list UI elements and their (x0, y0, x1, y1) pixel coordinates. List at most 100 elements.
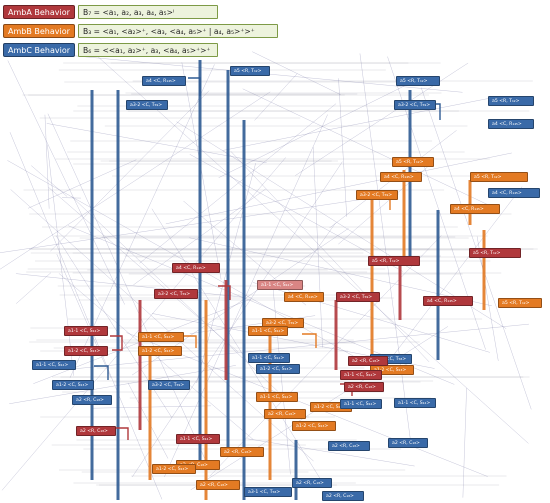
behavior-node: a4 <C, R₁₄₅> (380, 172, 422, 182)
behavior-node: a1-2 <C, S₁₃> (138, 346, 182, 356)
transition-line (47, 144, 74, 376)
transition-line (127, 382, 169, 459)
behavior-node: a5 <R, T₁₂> (392, 157, 434, 167)
behavior-node: a4 <C, R₁₄₅> (488, 119, 534, 129)
behavior-node: a1-1 <C, S₁₂> (248, 326, 288, 336)
transition-line (218, 79, 417, 178)
transition-line (46, 123, 267, 163)
behavior-node: a1-2 <C, S₁₃> (64, 346, 108, 356)
behavior-node: a1-1 <C, S₁₂> (256, 392, 298, 402)
transition-line (69, 64, 215, 378)
transition-line (254, 73, 298, 121)
behavior-node: a2 <R, C₁₈> (292, 478, 332, 488)
behavior-node: a4 <C, R₁₄₅> (284, 292, 324, 302)
elbow-connector (110, 335, 123, 351)
transition-line (126, 332, 488, 477)
elbow-connector (188, 77, 201, 96)
transition-line (462, 387, 467, 498)
behavior-node: a2 <R, C₁₈> (72, 395, 112, 405)
behavior-node: a1-2 <C, S₁₃> (256, 364, 300, 374)
behavior-node: a2 <R, C₁₈> (328, 441, 370, 451)
behavior-node: a2 <R, C₁₈> (220, 447, 264, 457)
behavior-node: a5 <R, T₁₂> (469, 248, 521, 258)
behavior-node: a1-1 <C, S₁₂> (340, 370, 382, 380)
behavior-node: a2 <R, C₁₈> (322, 491, 364, 501)
behavior-node: a5 <R, T₁₂> (488, 96, 534, 106)
behavior-node: a1-1 <C, S₁₂> (340, 399, 382, 409)
behavior-node: a3-2 <C, T₅₉> (394, 100, 436, 110)
transition-line (44, 114, 50, 209)
transition-line (242, 88, 489, 206)
behavior-node: a5 <R, T₁₂> (396, 76, 440, 86)
transition-line (10, 189, 314, 462)
transition-line (247, 438, 415, 467)
behavior-node: a4 <C, R₁₄₅> (172, 263, 220, 273)
behavior-node: a1-2 <C, S₁₃> (152, 464, 196, 474)
transition-line (312, 146, 323, 348)
behavior-node: a3-2 <C, T₅₉> (154, 289, 198, 299)
behavior-node: a4 <C, R₁₄₅> (142, 76, 186, 86)
behavior-node: a4 <C, R₁₄₅> (450, 204, 500, 214)
transition-line (289, 222, 336, 288)
transition-line (388, 186, 523, 363)
transition-line (164, 114, 328, 478)
behavior-node: a4 <C, R₁₄₅> (423, 296, 473, 306)
legend-amba-formula: B₇ = <a₁, a₂, a₃, a₄, a₅>ⁱ (78, 5, 218, 19)
transition-line (56, 253, 111, 378)
behavior-node: a2 <R, C₁₈> (264, 409, 306, 419)
behavior-node: a3-2 <C, T₅₉> (126, 100, 168, 110)
behavior-node: a3-2 <C, T₅₉> (336, 292, 380, 302)
transition-line (31, 165, 68, 197)
legend-ambb-label: AmbB Behavior (3, 24, 75, 38)
behavior-node: a1-1 <C, S₁₂> (257, 280, 303, 290)
transition-line (50, 90, 210, 252)
transition-line (9, 365, 236, 404)
behavior-node: a2 <R, C₁₈> (76, 426, 116, 436)
behavior-node: a2 <R, C₁₈> (344, 382, 384, 392)
behavior-node: a1-2 <C, S₁₃> (292, 421, 336, 431)
legend-ambb-formula: B₃ = <a₁, <a₂>⁺, <a₃, <a₄, a₅>⁺ | a₄, a₅… (78, 24, 278, 38)
behavior-node: a1-1 <C, S₁₂> (176, 434, 220, 444)
transition-line (230, 151, 430, 363)
elbow-connector (94, 365, 109, 380)
transition-line (16, 272, 52, 304)
transition-line (189, 154, 403, 272)
behavior-node: a5 <R, T₁₂> (470, 172, 528, 182)
behavior-node: a3-2 <C, T₅₉> (148, 380, 190, 390)
behavior-node: a4 <C, R₁₄₅> (488, 188, 540, 198)
transition-line (9, 132, 163, 500)
behavior-node: a1-1 <C, S₁₂> (32, 360, 76, 370)
transition-line (27, 159, 137, 209)
behavior-node: a5 <R, T₁₂> (368, 256, 420, 266)
transition-line (151, 208, 324, 485)
behavior-node: a1-1 <C, S₁₂> (248, 353, 290, 363)
behavior-node: a3-1 <C, T₅₈> (244, 487, 292, 497)
elbow-connector (114, 427, 129, 440)
transition-line (222, 96, 496, 151)
legend-amba-label: AmbA Behavior (3, 5, 75, 19)
transition-line (7, 60, 125, 305)
transition-line (252, 51, 341, 95)
transition-line (132, 161, 343, 478)
behavior-node: a5 <R, T₁₂> (230, 66, 270, 76)
behavior-node: a5 <R, T₁₂> (498, 298, 542, 308)
behavior-node: a2 <R, C₁₈> (348, 356, 388, 366)
transition-line (295, 62, 469, 176)
legend-ambc-label: AmbC Behavior (3, 43, 75, 57)
behavior-node: a3-2 <C, T₅₉> (356, 190, 398, 200)
behavior-node: a2 <R, C₁₈> (388, 438, 428, 448)
behavior-node: a1-1 <C, S₁₂> (394, 398, 436, 408)
transition-line (0, 91, 271, 270)
behavior-node: a1-2 <C, S₁₃> (52, 380, 94, 390)
transition-line (338, 78, 347, 217)
transition-line (139, 103, 337, 264)
transition-line (93, 405, 211, 409)
transition-line (165, 152, 512, 225)
elbow-connector (218, 285, 231, 300)
legend-ambc-formula: B₆ = <<a₁, a₂>⁺, a₃, <a₄, a₅>⁺>⁺ (78, 43, 218, 57)
transition-line (1, 157, 286, 491)
elbow-connector (302, 333, 317, 348)
behavior-node: a1-1 <C, S₁₂> (64, 326, 108, 336)
